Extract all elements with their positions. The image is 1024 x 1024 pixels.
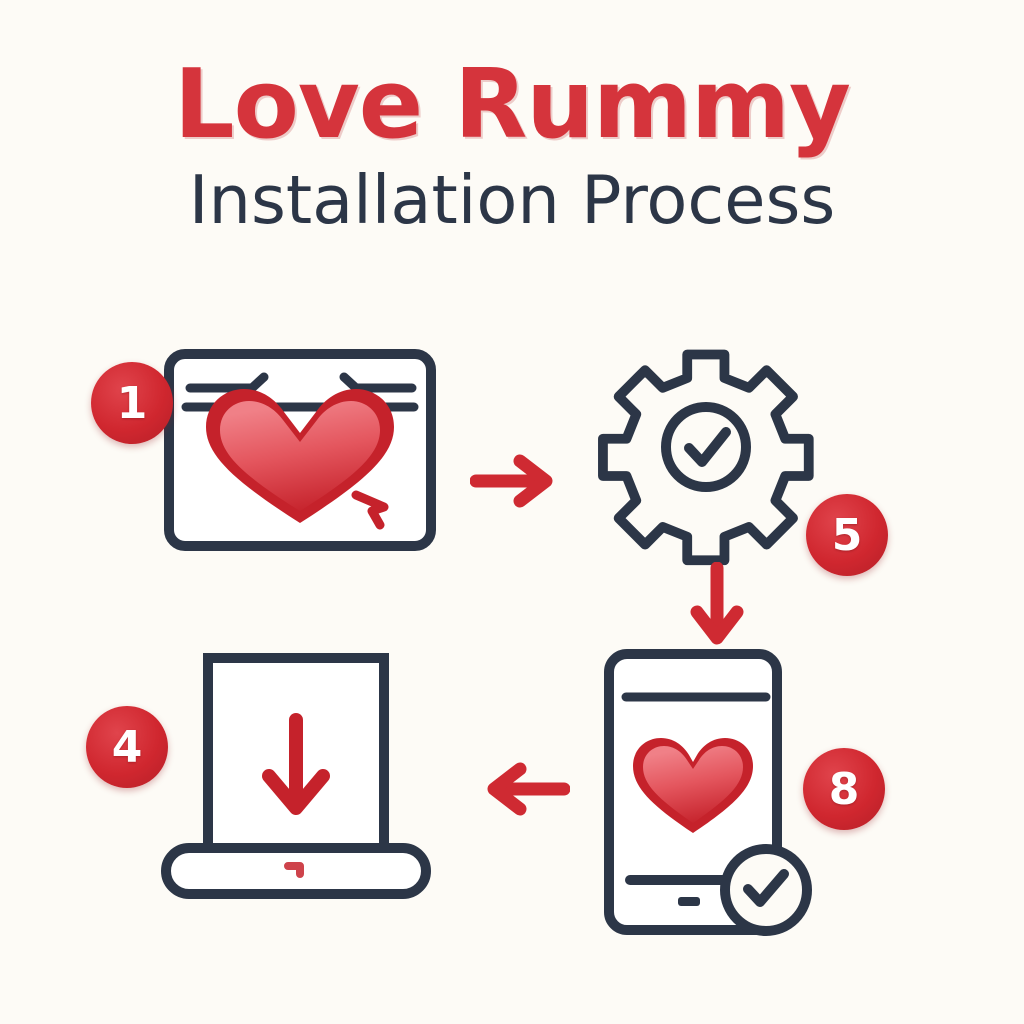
page-subtitle: Installation Process — [188, 161, 836, 239]
laptop-download-icon — [161, 653, 431, 899]
step-gear-setup — [598, 335, 830, 575]
connector-arrow-right — [469, 452, 560, 515]
phone-heart-check-icon — [604, 649, 812, 936]
step-badge-3: 8 — [803, 748, 885, 830]
connector-arrow-left — [480, 760, 571, 823]
step-laptop-install — [160, 650, 460, 910]
arrow-right-icon — [469, 454, 553, 508]
step-browser-download — [160, 345, 460, 575]
step-badge-2: 5 — [806, 494, 888, 576]
arrow-down-icon — [690, 561, 744, 645]
step-badge-4: 4 — [86, 706, 168, 788]
arrow-left-icon — [487, 762, 571, 816]
browser-window-heart-icon — [164, 349, 436, 551]
page-title: Love Rummy — [174, 50, 851, 160]
connector-arrow-down — [688, 561, 746, 657]
step-badge-1: 1 — [91, 362, 173, 444]
gear-check-icon — [598, 349, 814, 566]
step-phone-ready — [600, 645, 840, 945]
header-block: Love Rummy Installation Process — [0, 58, 1024, 234]
